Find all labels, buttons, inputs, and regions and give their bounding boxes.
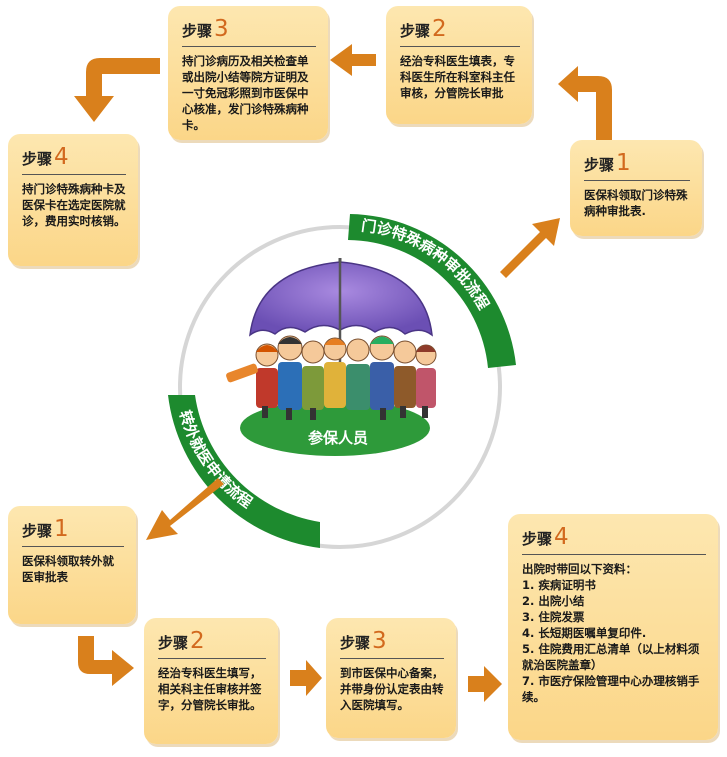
people-group-icon [226,335,437,420]
card-text: 持门诊特殊病种卡及医保卡在选定医院就诊，费用实时核销。 [22,182,126,228]
bottom-step2-card: 步骤2 经治专科医生填写，相关科主任审核并签字，分管院长审批。 [144,618,278,744]
ground-label: 参保人员 [308,429,368,447]
list-item: 3. 住院发票 [522,610,585,624]
card-text: 医保科领取门诊特殊病种审批表. [584,188,688,218]
card-divider [182,46,316,47]
card-divider [584,180,690,181]
arrow-center-to-step1-icon [500,218,560,278]
arrow-step3-to-step4-icon [74,58,160,122]
ring [178,225,502,549]
arrow-bstep2-to-bstep3-icon [290,660,322,696]
top-step2-card: 步骤2 经治专科医生填表，专科医生所在科室科主任审核，分管院长审批 [386,6,532,124]
bottom-step4-card: 步骤4 出院时带回以下资料： 1. 疾病证明书 2. 出院小结 3. 住院发票 … [508,514,718,740]
top-step4-card: 步骤4 持门诊特殊病种卡及医保卡在选定医院就诊，费用实时核销。 [8,134,138,266]
card-title: 步骤4 [522,524,569,550]
top-step1-card: 步骤1 医保科领取门诊特殊病种审批表. [570,140,702,236]
card-text: 出院时带回以下资料： 1. 疾病证明书 2. 出院小结 3. 住院发票 4. 长… [522,561,706,705]
card-intro: 出院时带回以下资料： [522,562,637,576]
card-text: 医保科领取转外就医审批表 [22,554,114,584]
card-title: 步骤1 [584,150,631,176]
arrow-step2-to-step3-icon [330,44,376,76]
card-title: 步骤3 [182,16,229,42]
banner-top [348,214,516,368]
arrow-bstep1-to-bstep2-icon [78,636,134,686]
card-divider [22,174,126,175]
banner-bottom [168,395,320,548]
card-divider [522,554,706,555]
list-item: 1. 疾病证明书 [522,578,596,592]
arrow-center-to-bstep1-icon [146,478,224,540]
materials-list: 1. 疾病证明书 2. 出院小结 3. 住院发票 4. 长短期医嘱单复印件. 5… [522,577,706,705]
card-title: 步骤4 [22,144,69,170]
card-divider [400,46,520,47]
card-title: 步骤2 [158,628,205,654]
card-title: 步骤1 [22,516,69,542]
list-item: 2. 出院小结 [522,594,585,608]
card-divider [22,546,124,547]
card-text: 到市医保中心备案，并带身份认定表由转入医院填写。 [340,666,444,712]
card-title: 步骤3 [340,628,387,654]
card-divider [158,658,266,659]
card-text: 经治专科医生填表，专科医生所在科室科主任审核，分管院长审批 [400,54,515,100]
card-text: 持门诊病历及相关检查单或出院小结等院方证明及一寸免冠彩照到市医保中心核准，发门诊… [182,54,309,132]
list-item: 4. 长短期医嘱单复印件. [522,626,647,640]
list-item: 5. 住院费用汇总清单（以上材料须就治医院盖章） [522,642,700,672]
card-divider [340,658,444,659]
arrow-step1-to-step2-icon [558,66,612,142]
top-step3-card: 步骤3 持门诊病历及相关检查单或出院小结等院方证明及一寸免冠彩照到市医保中心核准… [168,6,328,140]
list-item: 7. 市医疗保险管理中心办理核销手续。 [522,674,700,704]
card-title: 步骤2 [400,16,447,42]
bottom-step1-card: 步骤1 医保科领取转外就医审批表 [8,506,136,624]
card-text: 经治专科医生填写，相关科主任审核并签字，分管院长审批。 [158,666,262,712]
bottom-step3-card: 步骤3 到市医保中心备案，并带身份认定表由转入医院填写。 [326,618,456,738]
arrow-bstep3-to-bstep4-icon [468,666,502,702]
